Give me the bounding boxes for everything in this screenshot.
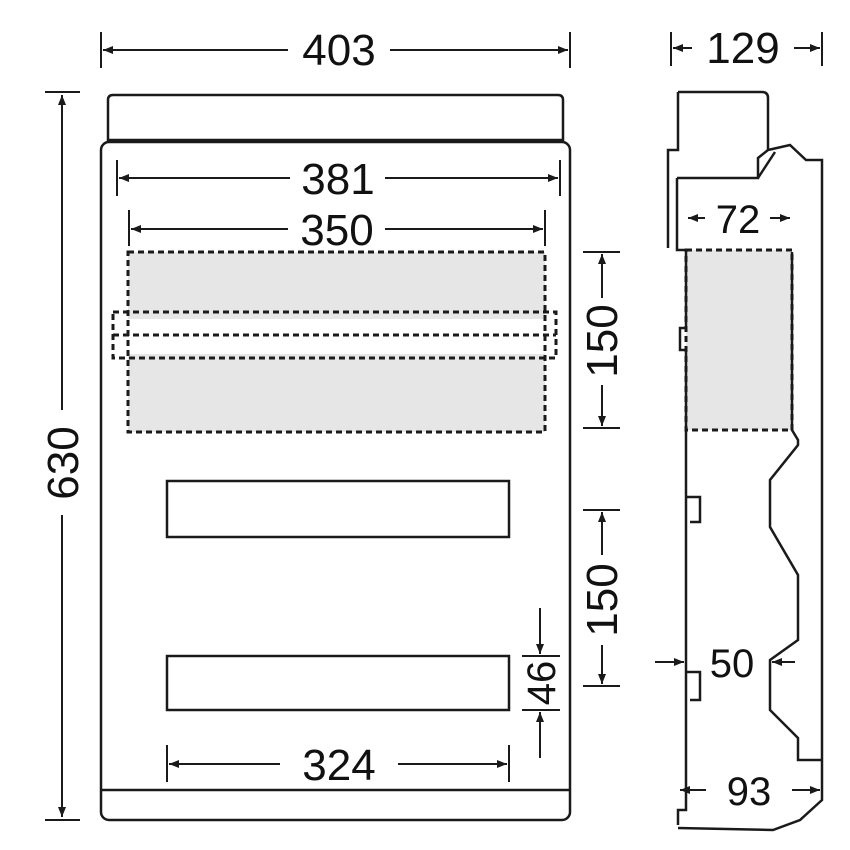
dim-label-rail-depth: 72 — [716, 198, 761, 242]
dim-label-side-depth: 129 — [706, 24, 779, 73]
dimension-labels: 403 129 381 350 72 630 150 150 46 324 50… — [39, 24, 780, 814]
dim-label-row-pitch-lower: 150 — [578, 563, 627, 636]
dim-label-base-depth: 93 — [727, 770, 772, 814]
front-body — [99, 140, 572, 822]
dim-label-inner-width: 381 — [301, 155, 374, 204]
dim-label-cutout-height: 46 — [520, 661, 564, 706]
front-view — [99, 93, 572, 822]
dim-label-row-pitch-upper: 150 — [578, 304, 627, 377]
din-rail-outline — [126, 250, 547, 434]
din-rail-area-upper — [128, 252, 545, 319]
din-rail-area-lower — [128, 354, 545, 432]
side-rail-area — [686, 250, 792, 430]
side-view — [666, 90, 824, 832]
dim-label-overall-width: 403 — [302, 26, 375, 75]
side-profile — [666, 90, 824, 832]
dim-label-overall-height: 630 — [39, 426, 88, 499]
dim-label-mounting-depth: 50 — [710, 642, 755, 686]
dimension-lines — [45, 32, 823, 821]
front-lid — [106, 93, 565, 142]
breaker-cutout-upper — [165, 479, 511, 539]
side-rail-outline — [684, 248, 794, 432]
dim-label-rail-width: 350 — [300, 206, 373, 255]
dim-label-cutout-width: 324 — [302, 741, 375, 790]
breaker-cutout-lower — [165, 654, 511, 712]
